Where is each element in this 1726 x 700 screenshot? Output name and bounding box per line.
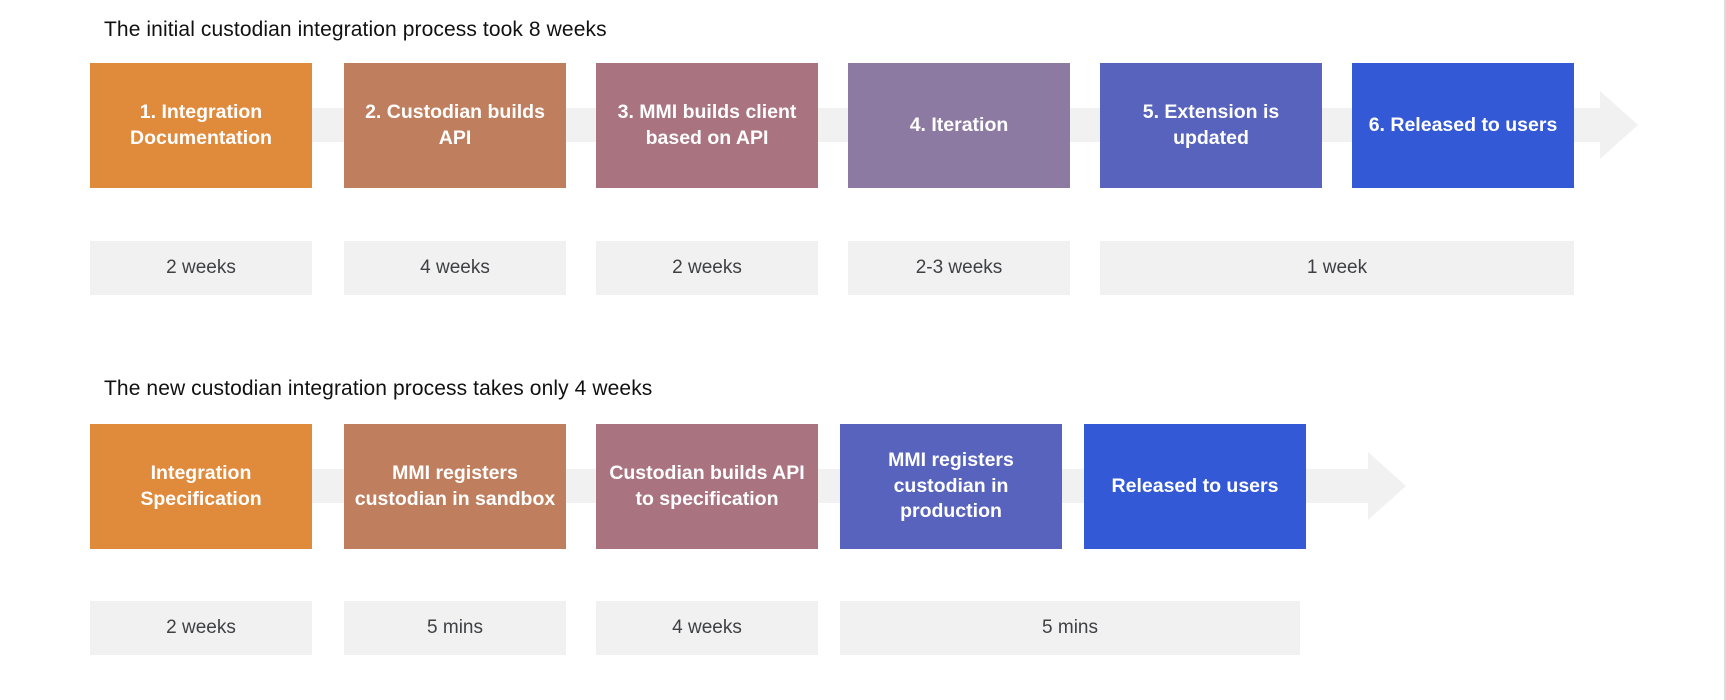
step-box[interactable]: Released to users (1084, 424, 1306, 549)
step-box[interactable]: 3. MMI builds client based on API (596, 63, 818, 188)
flow-connector-band (90, 108, 1600, 142)
section-1-title: The initial custodian integration proces… (104, 18, 607, 41)
step-box-label: 2. Custodian builds API (365, 100, 545, 149)
section-1-step-flow: 1. Integration Documentation 2. Custodian… (0, 63, 1726, 188)
step-box-label: 4. Iteration (909, 113, 1009, 136)
duration-chip-label: 1 week (1306, 257, 1368, 278)
duration-chip: 2 weeks (90, 241, 312, 295)
step-box[interactable]: Custodian builds API to specification (596, 424, 818, 549)
step-box-label: 3. MMI builds client based on API (617, 100, 797, 149)
step-box-label: MMI registers custodian in sandbox (354, 461, 556, 510)
step-box-label: Custodian builds API to specification (609, 461, 805, 510)
duration-chip-label: 2 weeks (672, 257, 742, 278)
duration-chip-label: 4 weeks (672, 617, 742, 638)
duration-chip: 4 weeks (344, 241, 566, 295)
step-box-label: Integration Specification (140, 461, 262, 510)
step-box[interactable]: 2. Custodian builds API (344, 63, 566, 188)
duration-chip: 2-3 weeks (848, 241, 1070, 295)
duration-chip: 4 weeks (596, 601, 818, 655)
duration-chip: 5 mins (840, 601, 1300, 655)
step-box[interactable]: 4. Iteration (848, 63, 1070, 188)
step-box-label: MMI registers custodian in production (888, 448, 1014, 523)
duration-chip: 2 weeks (596, 241, 818, 295)
duration-chip: 1 week (1100, 241, 1574, 295)
step-box-label: 6. Released to users (1368, 113, 1558, 136)
flow-arrow-icon (1368, 452, 1406, 520)
duration-chip-label: 2 weeks (166, 257, 236, 278)
step-box[interactable]: 6. Released to users (1352, 63, 1574, 188)
duration-chip-label: 2-3 weeks (915, 257, 1003, 278)
duration-chip: 5 mins (344, 601, 566, 655)
duration-chip-label: 5 mins (427, 617, 483, 638)
step-box[interactable]: MMI registers custodian in sandbox (344, 424, 566, 549)
section-2-step-flow: Integration Specification MMI registers c… (0, 424, 1726, 549)
duration-chip-label: 2 weeks (166, 617, 236, 638)
step-box-label: 5. Extension is updated (1142, 100, 1280, 149)
duration-chip-label: 4 weeks (420, 257, 490, 278)
step-box[interactable]: 5. Extension is updated (1100, 63, 1322, 188)
section-2-title: The new custodian integration process ta… (104, 377, 653, 400)
step-box[interactable]: MMI registers custodian in production (840, 424, 1062, 549)
duration-chip-label: 5 mins (1042, 617, 1098, 638)
right-edge-divider (1724, 0, 1726, 700)
step-box-label: 1. Integration Documentation (130, 100, 272, 149)
step-box-label: Released to users (1111, 474, 1279, 497)
step-box[interactable]: Integration Specification (90, 424, 312, 549)
flow-arrow-icon (1600, 91, 1638, 159)
section-1-duration-row: 2 weeks 4 weeks 2 weeks 2-3 weeks 1 week (0, 241, 1726, 295)
duration-chip: 2 weeks (90, 601, 312, 655)
step-box[interactable]: 1. Integration Documentation (90, 63, 312, 188)
section-2-duration-row: 2 weeks 5 mins 4 weeks 5 mins (0, 601, 1726, 655)
